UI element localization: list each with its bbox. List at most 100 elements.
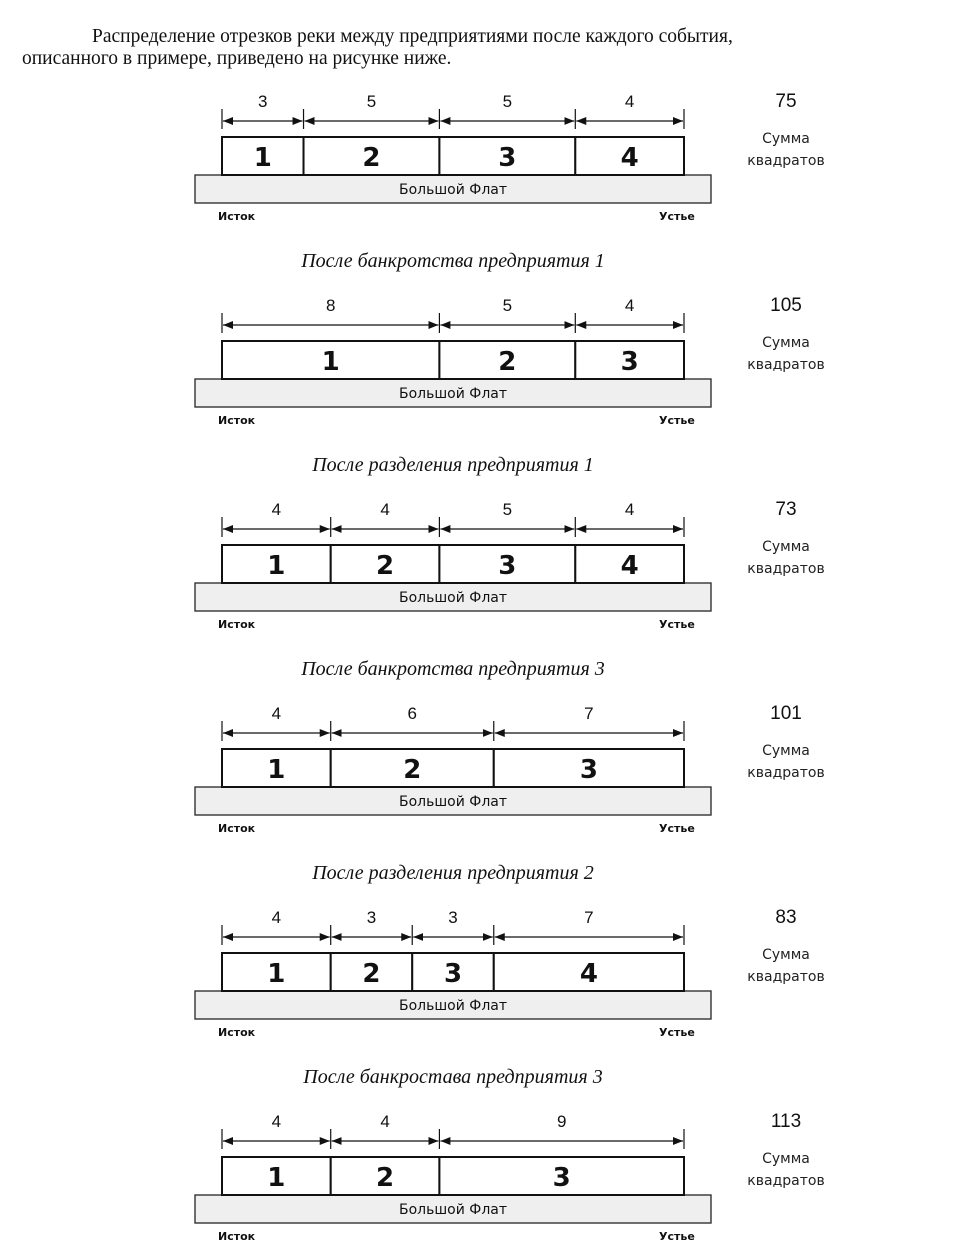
- state-caption: После разделения предприятия 1: [311, 454, 594, 476]
- enterprise-segment: [221, 748, 332, 788]
- mouth-label: Устье: [659, 1230, 695, 1243]
- enterprise-number: 3: [444, 959, 462, 989]
- source-label: Исток: [218, 1230, 256, 1243]
- state-group-3: После разделения предприятия 1 Большой Фл…: [194, 454, 825, 631]
- enterprise-number: 2: [376, 1163, 394, 1193]
- enterprise-number: 1: [267, 1163, 285, 1193]
- state-group-4: После банкротства предприятия 3 Большой Ф…: [194, 658, 825, 835]
- enterprise-segment: [221, 1156, 332, 1196]
- sum-value: 75: [775, 91, 796, 112]
- segment-length: 4: [380, 500, 389, 519]
- segment-length: 4: [625, 500, 634, 519]
- segment-length: 4: [625, 296, 634, 315]
- enterprise-segment: [329, 1156, 441, 1196]
- river-band: [194, 990, 712, 1020]
- river-name: Большой Флат: [399, 386, 507, 402]
- segment-length: 3: [258, 92, 267, 111]
- segment-length: 4: [625, 92, 634, 111]
- state-caption: После банкротства предприятия 3: [300, 658, 605, 680]
- segment-length: 7: [584, 704, 593, 723]
- sum-value: 101: [770, 703, 802, 724]
- enterprise-segment: [438, 136, 577, 176]
- sum-label-line-1: Сумма: [762, 131, 810, 147]
- enterprise-number: 4: [621, 551, 639, 581]
- enterprise-segment: [221, 952, 332, 992]
- state-group-2: После банкротства предприятия 1 Большой Ф…: [194, 250, 825, 427]
- enterprise-segment: [221, 136, 305, 176]
- sum-value: 83: [775, 907, 796, 928]
- river-name: Большой Флат: [399, 794, 507, 810]
- segment-length: 4: [272, 1112, 281, 1131]
- enterprise-number: 3: [580, 755, 598, 785]
- segment-length: 5: [503, 92, 512, 111]
- intro-line-2: описанного в примере, приведено на рисун…: [22, 48, 452, 69]
- enterprise-segment: [492, 952, 685, 992]
- enterprise-number: 4: [621, 143, 639, 173]
- segment-length: 4: [272, 500, 281, 519]
- sum-label-line-2: квадратов: [747, 357, 824, 373]
- enterprise-segment: [438, 340, 577, 380]
- enterprise-number: 3: [498, 143, 516, 173]
- sum-label-line-2: квадратов: [747, 1173, 824, 1189]
- intro-paragraph: Распределение отрезков реки между предпр…: [22, 26, 947, 70]
- segment-length: 5: [503, 296, 512, 315]
- enterprise-number: 2: [403, 755, 421, 785]
- enterprise-segment: [329, 748, 495, 788]
- river-band: [194, 786, 712, 816]
- segment-length: 4: [272, 704, 281, 723]
- sum-label-line-2: квадратов: [747, 969, 824, 985]
- state-caption: После банкротства предприятия 1: [300, 250, 605, 272]
- enterprise-number: 2: [498, 347, 516, 377]
- river-band: [194, 174, 712, 204]
- enterprise-segment: [438, 1156, 686, 1196]
- sum-value: 73: [775, 499, 796, 520]
- enterprise-number: 1: [267, 551, 285, 581]
- enterprise-number: 1: [254, 143, 272, 173]
- enterprise-number: 1: [267, 959, 285, 989]
- enterprise-number: 1: [322, 347, 340, 377]
- segment-length: 5: [367, 92, 376, 111]
- enterprise-number: 3: [553, 1163, 571, 1193]
- river-name: Большой Флат: [399, 182, 507, 198]
- enterprise-segment: [574, 136, 686, 176]
- enterprise-number: 1: [267, 755, 285, 785]
- source-label: Исток: [218, 822, 256, 835]
- segment-length: 8: [326, 296, 335, 315]
- intro-line-1: Распределение отрезков реки между предпр…: [92, 26, 733, 47]
- state-caption: После разделения предприятия 2: [311, 862, 594, 884]
- enterprise-segment: [329, 544, 441, 584]
- segment-length: 5: [503, 500, 512, 519]
- source-label: Исток: [218, 618, 256, 631]
- state-group-6: После банкростава предприятия 3 Большой Ф…: [194, 1066, 825, 1243]
- sum-value: 113: [771, 1111, 801, 1132]
- mouth-label: Устье: [659, 414, 695, 427]
- segment-length: 6: [408, 704, 417, 723]
- sum-label-line-1: Сумма: [762, 743, 810, 759]
- sum-label-line-2: квадратов: [747, 561, 824, 577]
- state-caption: После банкростава предприятия 3: [302, 1066, 602, 1088]
- segment-length: 7: [584, 908, 593, 927]
- enterprise-number: 4: [580, 959, 598, 989]
- enterprise-number: 3: [621, 347, 639, 377]
- segment-length: 3: [367, 908, 376, 927]
- sum-label-line-2: квадратов: [747, 153, 824, 169]
- segment-length: 9: [557, 1112, 566, 1131]
- enterprise-number: 2: [376, 551, 394, 581]
- enterprise-number: 3: [498, 551, 516, 581]
- segment-length: 3: [448, 908, 457, 927]
- sum-label-line-2: квадратов: [747, 765, 824, 781]
- enterprise-segment: [411, 952, 495, 992]
- mouth-label: Устье: [659, 1026, 695, 1039]
- river-band: [194, 582, 712, 612]
- river-name: Большой Флат: [399, 590, 507, 606]
- mouth-label: Устье: [659, 210, 695, 223]
- source-label: Исток: [218, 1026, 256, 1039]
- mouth-label: Устье: [659, 618, 695, 631]
- sum-label-line-1: Сумма: [762, 335, 810, 351]
- enterprise-segment: [492, 748, 685, 788]
- enterprise-segment: [574, 544, 686, 584]
- river-name: Большой Флат: [399, 1202, 507, 1218]
